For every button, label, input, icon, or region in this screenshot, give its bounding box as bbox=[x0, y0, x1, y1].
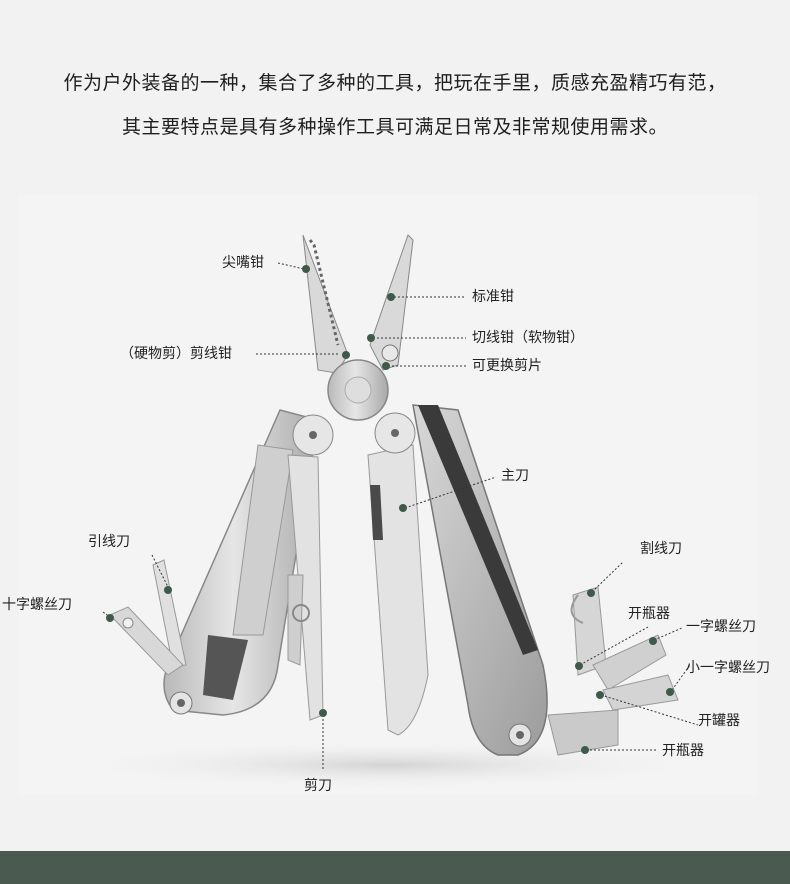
label-wire-cutter-soft: 切线钳（软物钳） bbox=[472, 330, 584, 346]
label-standard-pliers: 标准钳 bbox=[472, 289, 514, 305]
label-phillips-screwdriver: 十字螺丝刀 bbox=[2, 597, 72, 613]
label-can-opener: 开罐器 bbox=[698, 713, 740, 729]
label-scissors: 剪刀 bbox=[304, 778, 332, 794]
label-bottle-opener-1: 开瓶器 bbox=[628, 606, 670, 622]
label-main-knife: 主刀 bbox=[501, 468, 529, 484]
label-flat-screwdriver: 一字螺丝刀 bbox=[686, 619, 756, 635]
label-needle-nose-pliers: 尖嘴钳 bbox=[222, 255, 264, 271]
intro-line-1: 作为户外装备的一种，集合了多种的工具，把玩在手里，质感充盈精巧有范， bbox=[63, 72, 727, 94]
label-bottle-opener-2: 开瓶器 bbox=[662, 743, 704, 759]
bottom-bar bbox=[0, 851, 790, 884]
intro-line-2: 其主要特点是具有多种操作工具可满足日常及非常规使用需求。 bbox=[121, 116, 668, 138]
label-wire-cutter-hard: （硬物剪）剪线钳 bbox=[120, 346, 232, 362]
multitool-illustration bbox=[58, 234, 718, 790]
product-photo: 尖嘴钳 标准钳 切线钳（软物钳） 可更换剪片 （硬物剪）剪线钳 主刀 引线刀 十… bbox=[2, 195, 770, 795]
label-replaceable-blade: 可更换剪片 bbox=[472, 358, 542, 374]
label-wire-cutting-knife: 割线刀 bbox=[640, 541, 682, 557]
intro-section: 作为户外装备的一种，集合了多种的工具，把玩在手里，质感充盈精巧有范， 其主要特点… bbox=[0, 0, 790, 190]
label-small-flat-screwdriver: 小一字螺丝刀 bbox=[686, 660, 770, 676]
label-wire-stripper-blade: 引线刀 bbox=[88, 534, 130, 550]
